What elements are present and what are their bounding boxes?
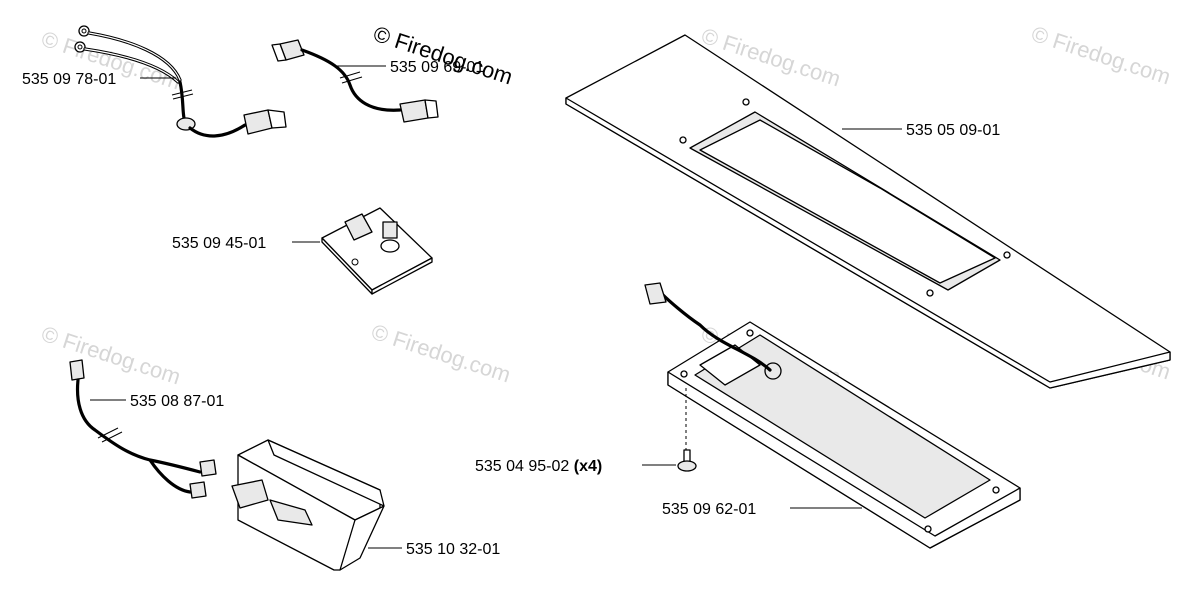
screw-drawing [677, 388, 697, 472]
harness-b-drawing [271, 39, 439, 123]
watermark-5: © Firedog.com [368, 319, 513, 387]
part-label-housing: 535 09 62-01 [662, 501, 756, 518]
screw-qty: (x4) [574, 458, 602, 475]
harness-a-drawing [74, 25, 287, 138]
screw-number: 535 04 95-02 [475, 458, 569, 475]
circuit-board-drawing [321, 207, 433, 295]
part-labels: 535 09 78-01 535 09 69-01 535 09 45-01 5… [22, 59, 1000, 558]
watermark-4: © Firedog.com [38, 321, 183, 389]
leader-lines [90, 65, 902, 549]
harness-c-drawing [69, 359, 217, 499]
watermark-main: © Firedog.com [370, 21, 515, 89]
part-label-harness-b: 535 09 69-01 [390, 59, 484, 76]
switch-bracket-drawing [231, 439, 385, 571]
cover-plate-drawing [565, 34, 1171, 389]
part-label-harness-c: 535 08 87-01 [130, 393, 224, 410]
part-label-circuit-board: 535 09 45-01 [172, 235, 266, 252]
watermark-3: © Firedog.com [1028, 21, 1173, 89]
part-label-switch-bracket: 535 10 32-01 [406, 541, 500, 558]
housing-drawing [644, 282, 1021, 549]
part-label-screw: 535 04 95-02 (x4) [475, 458, 602, 475]
part-label-harness-a: 535 09 78-01 [22, 71, 116, 88]
part-label-cover-plate: 535 05 09-01 [906, 122, 1000, 139]
